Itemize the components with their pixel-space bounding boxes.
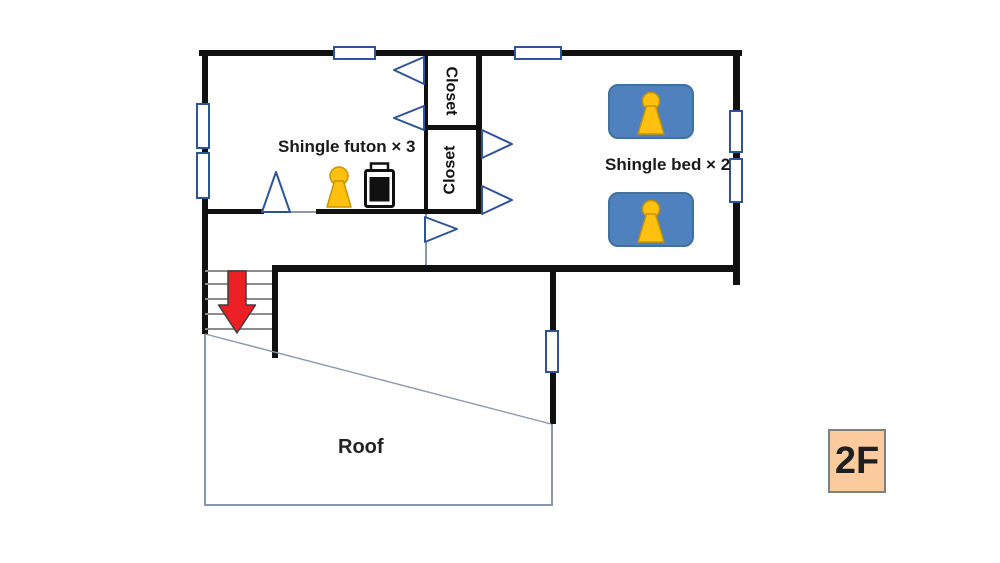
wall-closet-divider [424, 125, 482, 130]
wall-top [199, 50, 742, 56]
wall-stair-right [272, 265, 278, 358]
window [196, 103, 210, 149]
guest-icon [637, 213, 665, 243]
wall-corridor-bottom [274, 265, 740, 272]
door-swing-icon [261, 171, 291, 213]
roof-edge-bottom [204, 504, 553, 506]
wall-closet-partition [424, 56, 428, 209]
wall-futon-bottom-left [202, 209, 264, 214]
window [196, 152, 210, 199]
door-swing-icon [481, 185, 513, 215]
wall-closet-right [476, 56, 482, 209]
door-swing-icon [393, 105, 425, 131]
roof-edge-right [551, 424, 553, 505]
bedroom-label: Shingle bed × 2 [605, 155, 731, 174]
window [333, 46, 376, 60]
roof-edge-left [204, 334, 206, 505]
window [514, 46, 562, 60]
roof-label: Roof [338, 436, 384, 458]
futon-room-label: Shingle futon × 3 [278, 137, 416, 156]
stairs-down-arrow-icon [217, 270, 257, 334]
appliance-icon [364, 162, 395, 208]
wall-futon-bottom-right [316, 209, 482, 214]
door-swing-icon [393, 56, 425, 85]
window [729, 158, 743, 203]
door-swing-icon [424, 216, 458, 243]
door-swing-icon [481, 129, 513, 159]
window [729, 110, 743, 153]
guest-icon [326, 180, 352, 208]
guest-icon [637, 105, 665, 135]
roof-edge-diagonal [204, 333, 552, 425]
window [545, 330, 559, 373]
floor-badge: 2F [828, 429, 886, 493]
